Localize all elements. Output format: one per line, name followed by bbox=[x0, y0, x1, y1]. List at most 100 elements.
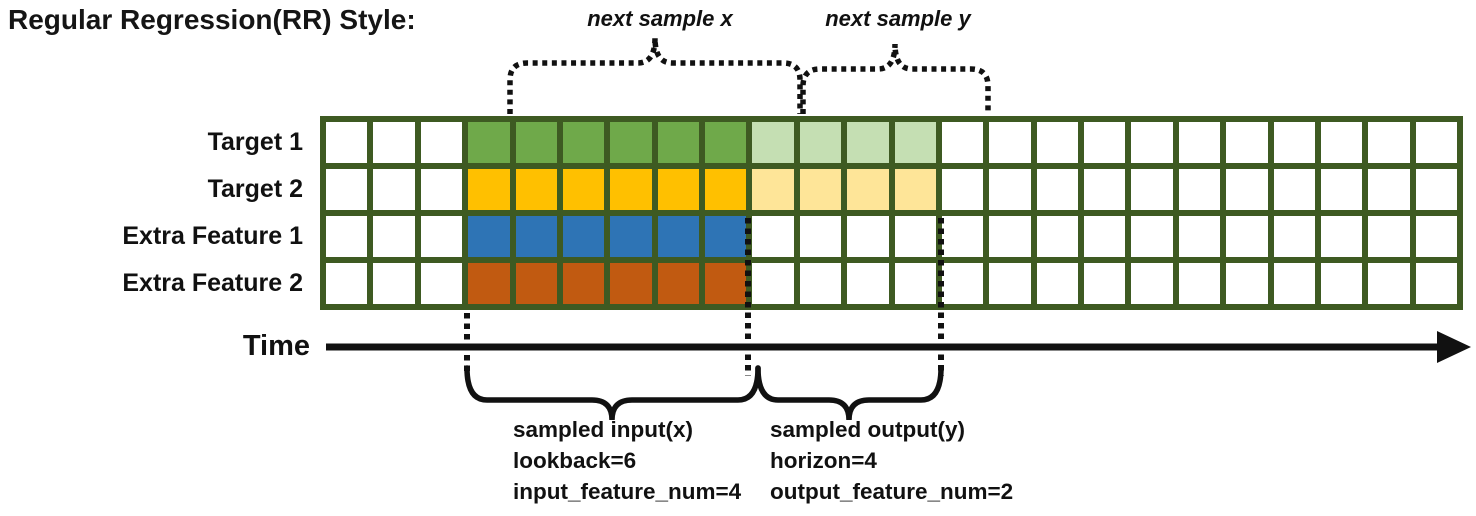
grid-cell bbox=[326, 263, 368, 304]
row-labels: Target 1 Target 2 Extra Feature 1 Extra … bbox=[0, 116, 312, 310]
grid-cell bbox=[752, 122, 794, 163]
grid-cell bbox=[752, 263, 794, 304]
grid-cell bbox=[941, 216, 984, 257]
grid-cell bbox=[1084, 169, 1126, 210]
grid-cell bbox=[468, 169, 510, 210]
grid-cell bbox=[1084, 263, 1126, 304]
grid-cell bbox=[1368, 263, 1410, 304]
grid-cell bbox=[847, 169, 889, 210]
next-sample-y-label: next sample y bbox=[825, 6, 971, 31]
callout-line: horizon=4 bbox=[770, 448, 877, 473]
grid-cell bbox=[1036, 169, 1078, 210]
grid-cell bbox=[1178, 216, 1221, 257]
grid-cell bbox=[1415, 263, 1457, 304]
grid-cell bbox=[1320, 169, 1363, 210]
row-label-target-1: Target 1 bbox=[207, 128, 303, 156]
grid-cell bbox=[705, 169, 747, 210]
grid-cell bbox=[515, 169, 557, 210]
sampled-input-callout: sampled input(x) lookback=6 input_featur… bbox=[513, 414, 741, 507]
grid-cell bbox=[610, 263, 652, 304]
grid-cell bbox=[705, 122, 747, 163]
grid-cell bbox=[1368, 169, 1410, 210]
grid-cell bbox=[657, 216, 699, 257]
grid-cell bbox=[1178, 169, 1221, 210]
grid-cell bbox=[941, 122, 984, 163]
grid-cell bbox=[752, 169, 794, 210]
grid-cell bbox=[1131, 169, 1173, 210]
next-sample-y-brace bbox=[800, 43, 991, 114]
sampled-output-brace bbox=[755, 365, 944, 421]
grid-cell bbox=[1273, 216, 1315, 257]
grid-cell bbox=[847, 122, 889, 163]
row-label-target-2: Target 2 bbox=[207, 175, 303, 203]
grid-cell bbox=[1368, 216, 1410, 257]
grid-cell bbox=[989, 216, 1031, 257]
grid-cell bbox=[515, 216, 557, 257]
grid-cell bbox=[989, 122, 1031, 163]
sample-grid bbox=[320, 116, 1463, 310]
grid-cell bbox=[799, 216, 842, 257]
next-sample-x-label: next sample x bbox=[587, 6, 733, 31]
grid-cell bbox=[657, 122, 699, 163]
grid-cell bbox=[894, 263, 936, 304]
grid-cell bbox=[420, 122, 463, 163]
grid-cell bbox=[373, 122, 415, 163]
grid-cell bbox=[1178, 263, 1221, 304]
grid-cell bbox=[1320, 216, 1363, 257]
grid-cell bbox=[1273, 263, 1315, 304]
grid-cell bbox=[799, 169, 842, 210]
next-sample-x-brace bbox=[507, 37, 803, 114]
time-axis-label: Time bbox=[242, 330, 310, 362]
grid-cell bbox=[1084, 122, 1126, 163]
grid-cell bbox=[894, 169, 936, 210]
grid-cell bbox=[468, 122, 510, 163]
grid-cell bbox=[1226, 263, 1268, 304]
grid-cell bbox=[1226, 169, 1268, 210]
grid-cell bbox=[1036, 122, 1078, 163]
grid-cell bbox=[1036, 263, 1078, 304]
grid-cell bbox=[326, 216, 368, 257]
grid-cell bbox=[373, 169, 415, 210]
grid-cell bbox=[1415, 216, 1457, 257]
grid-cell bbox=[420, 169, 463, 210]
callout-line: lookback=6 bbox=[513, 448, 637, 473]
grid-cell bbox=[610, 122, 652, 163]
grid-cell bbox=[1226, 216, 1268, 257]
grid-cell bbox=[894, 216, 936, 257]
sampled-output-callout: sampled output(y) horizon=4 output_featu… bbox=[770, 414, 1013, 507]
grid-cell bbox=[1368, 122, 1410, 163]
grid-cell bbox=[468, 216, 510, 257]
grid-cell bbox=[1320, 263, 1363, 304]
grid-cell bbox=[468, 263, 510, 304]
grid-cell bbox=[420, 263, 463, 304]
grid-cell bbox=[941, 169, 984, 210]
grid-cell bbox=[941, 263, 984, 304]
sampled-input-brace bbox=[464, 365, 761, 421]
grid-cell bbox=[326, 169, 368, 210]
grid-cell bbox=[705, 263, 747, 304]
grid-cell bbox=[847, 263, 889, 304]
callout-line: input_feature_num=4 bbox=[513, 479, 742, 504]
callout-line: output_feature_num=2 bbox=[770, 479, 1014, 504]
row-label-extra-feature-2: Extra Feature 2 bbox=[122, 269, 303, 297]
grid-cell bbox=[799, 122, 842, 163]
grid-cell bbox=[562, 216, 605, 257]
grid-cell bbox=[1273, 169, 1315, 210]
grid-cell bbox=[373, 263, 415, 304]
grid-cell bbox=[657, 263, 699, 304]
grid-cell bbox=[989, 263, 1031, 304]
grid-cell bbox=[562, 169, 605, 210]
grid-cell bbox=[562, 122, 605, 163]
grid-cell bbox=[515, 263, 557, 304]
grid-cell bbox=[1036, 216, 1078, 257]
grid-cell bbox=[610, 216, 652, 257]
grid-cell bbox=[989, 169, 1031, 210]
grid-cell bbox=[1320, 122, 1363, 163]
grid-cell bbox=[752, 216, 794, 257]
grid-cell bbox=[1178, 122, 1221, 163]
grid-cell bbox=[1273, 122, 1315, 163]
grid-cell bbox=[1131, 122, 1173, 163]
grid-cell bbox=[657, 169, 699, 210]
callout-line: sampled output(y) bbox=[770, 417, 965, 442]
